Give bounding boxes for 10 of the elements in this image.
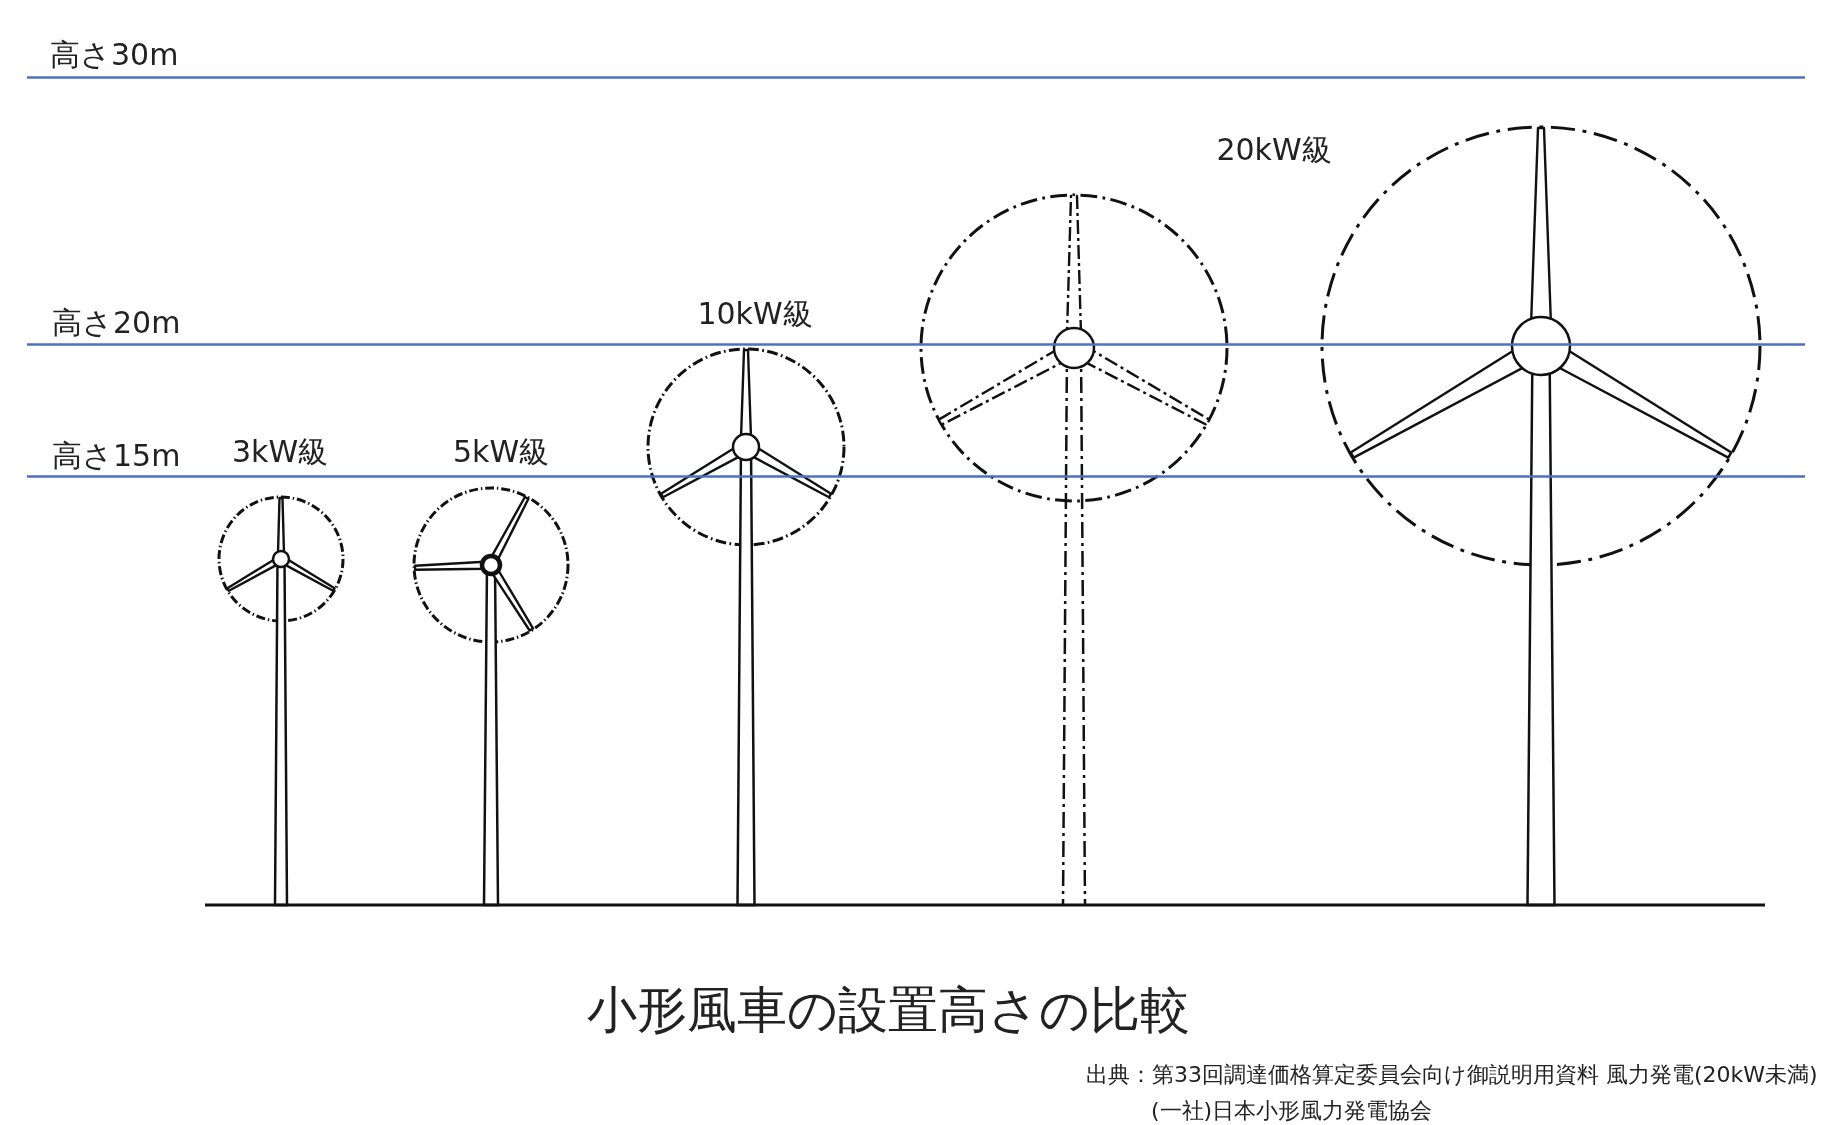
height-label: 高さ20m	[52, 305, 181, 341]
output-class-label: 5kW級	[452, 434, 550, 470]
output-class-label: 3kW級	[231, 434, 329, 470]
height-label: 高さ30m	[50, 37, 179, 73]
source-note: 出典：第33回調達価格算定委員会向け御説明用資料 風力発電(20kW未満)	[1086, 1062, 1818, 1089]
output-class-label: 10kW級	[697, 296, 813, 332]
caption: 小形風車の設置高さの比較	[586, 980, 1190, 1040]
output-class-label: 20kW級	[1216, 132, 1332, 168]
source-note: (一社)日本小形風力発電協会	[1151, 1098, 1433, 1125]
height-label: 高さ15m	[52, 438, 181, 474]
